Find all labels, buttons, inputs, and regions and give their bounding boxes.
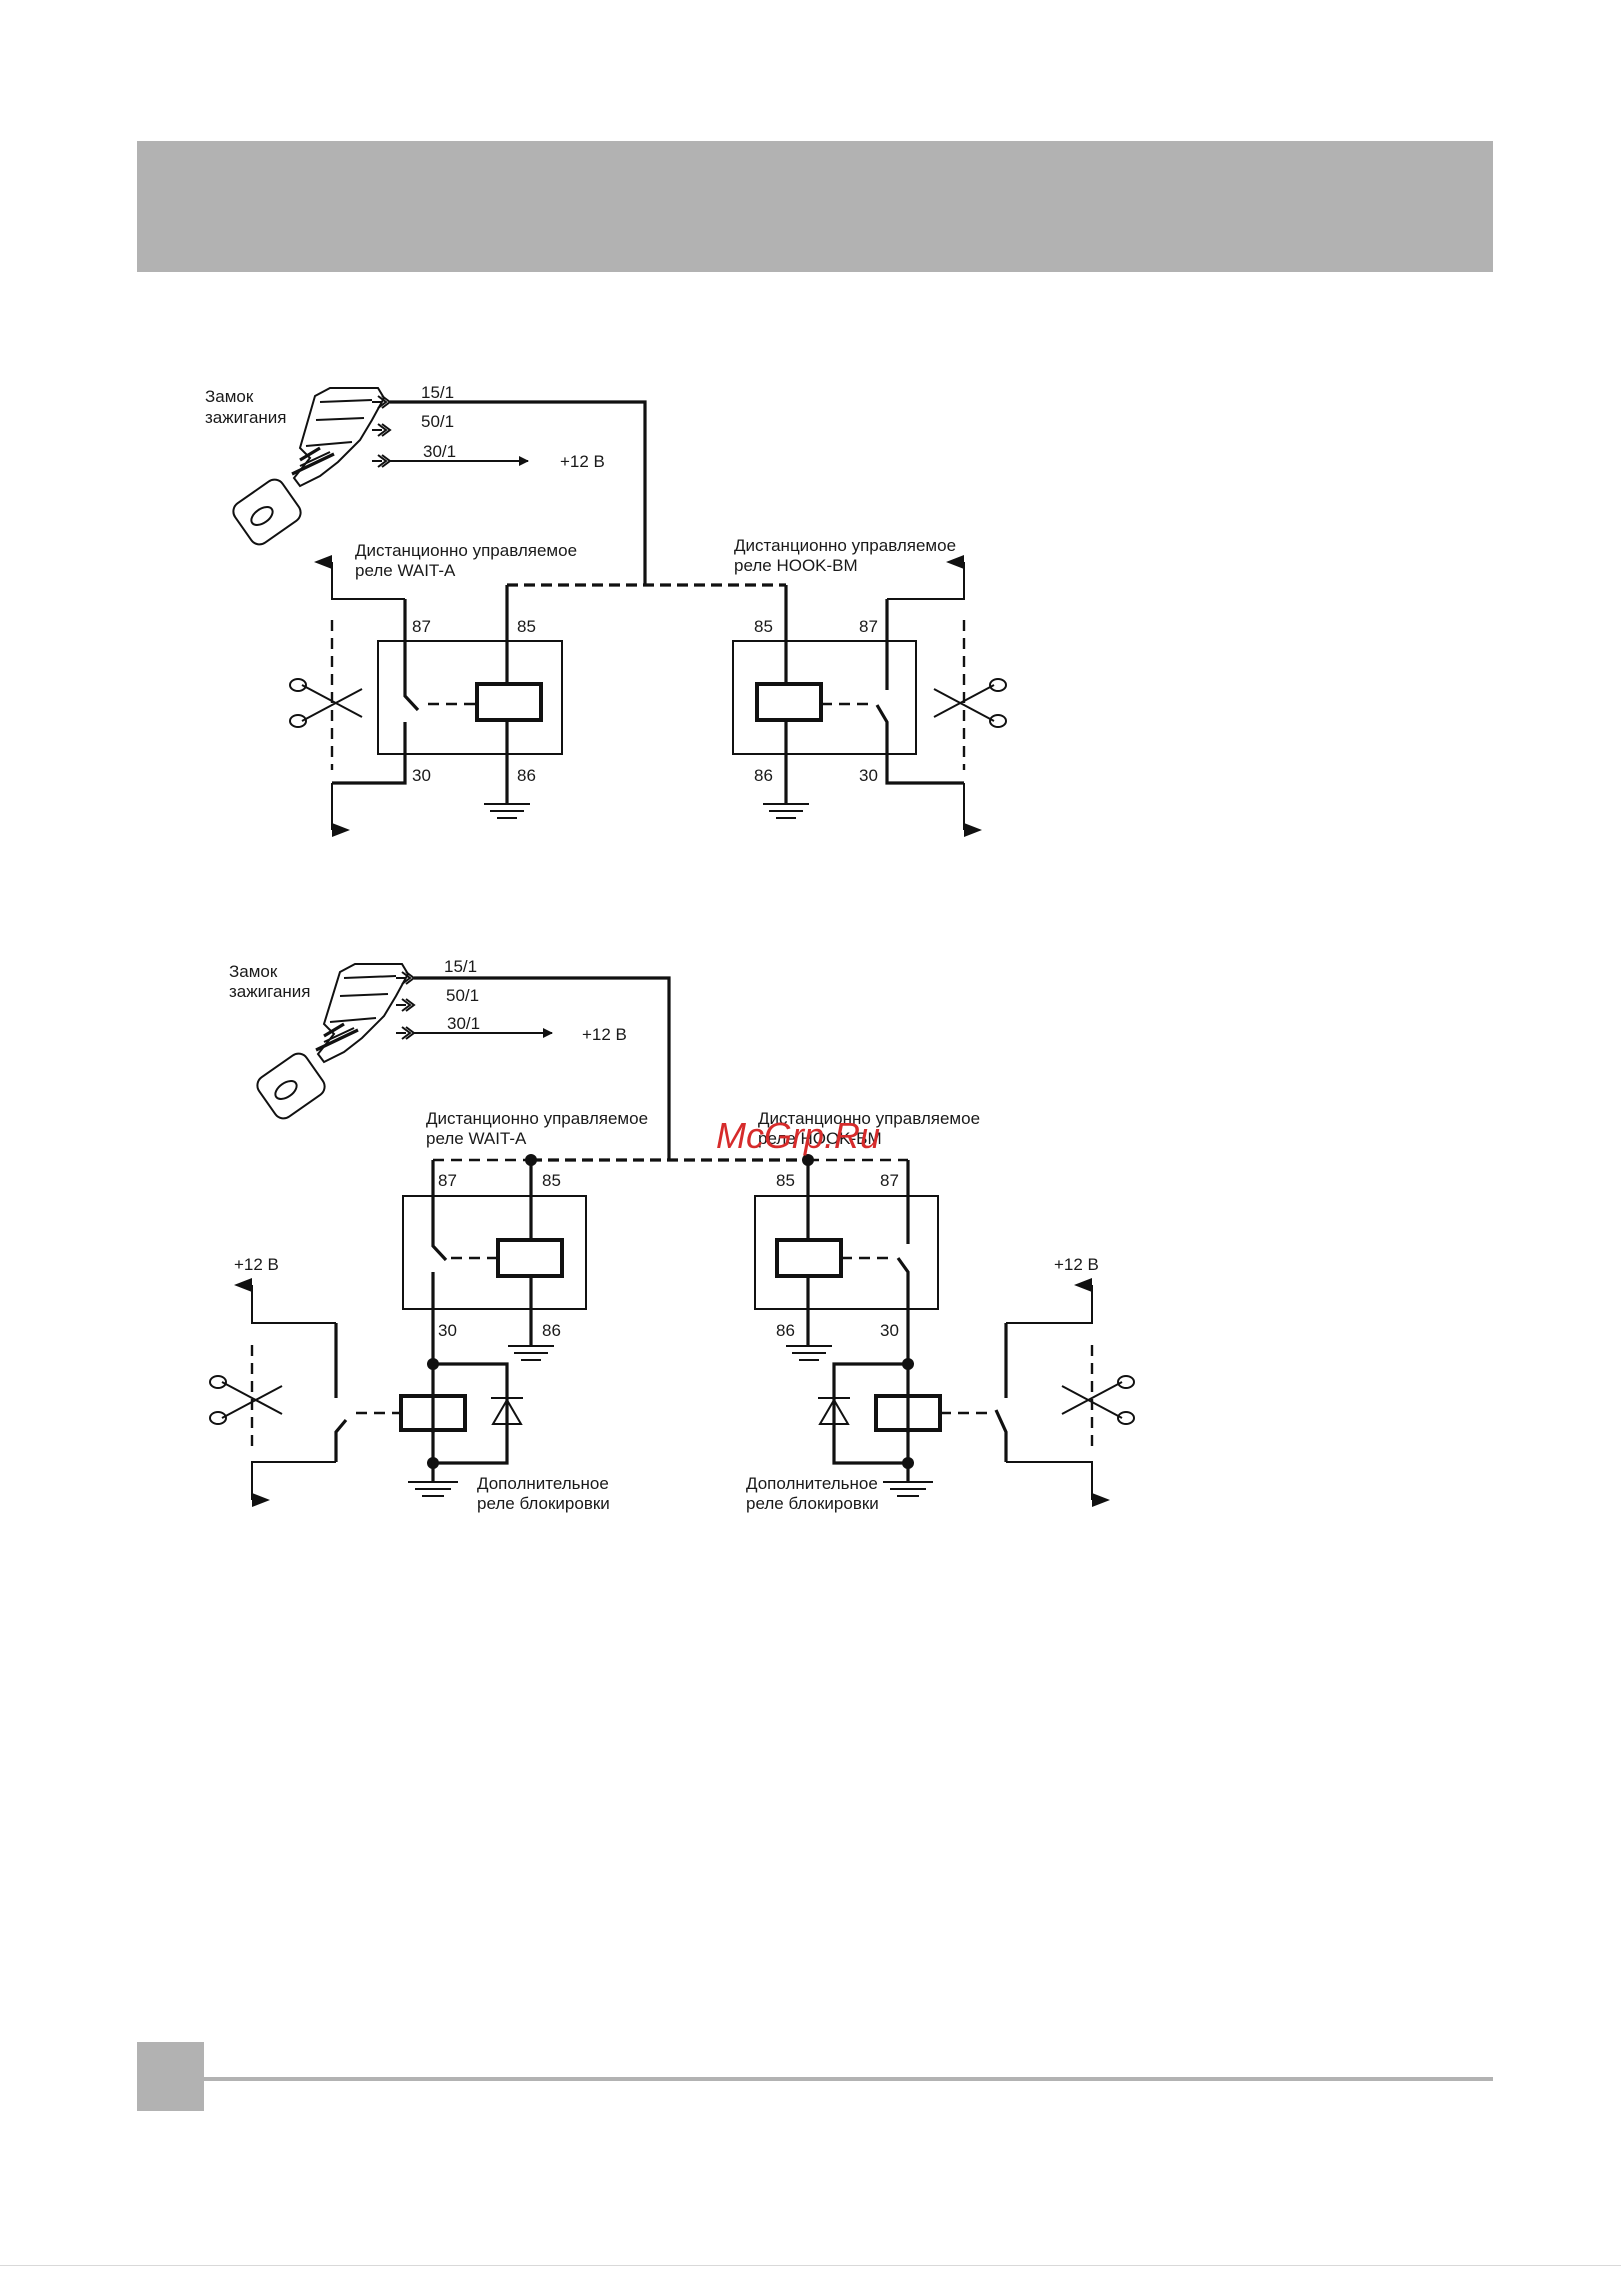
relay-hook-bm-box	[754, 1195, 939, 1310]
aux-relay-right-line2: реле блокировки	[746, 1494, 879, 1513]
relay-left-pin-30: 30	[438, 1321, 457, 1340]
relay-left-pin-86: 86	[542, 1321, 561, 1340]
ground-icon	[763, 803, 809, 819]
ignition-lock-icon	[256, 963, 410, 1120]
relay-left-caption-2: реле WAIT-A	[426, 1129, 527, 1148]
relay-left-caption-2: реле WAIT-A	[355, 561, 456, 580]
diode-icon	[491, 1397, 523, 1425]
wire-15-1	[414, 976, 671, 1160]
diagram-1: Замок зажигания 15/1 50/1 30/1 +12 В Дис…	[205, 383, 1007, 837]
relay-left-pin-85: 85	[542, 1171, 561, 1190]
relay-right-caption-1: Дистанционно управляемое	[758, 1109, 980, 1128]
relay-left-pin-86: 86	[517, 766, 536, 785]
lock-label-line1: Замок	[205, 387, 254, 406]
ground-icon	[408, 1481, 458, 1497]
terminal-30-1: 30/1	[423, 442, 456, 461]
terminal-50-1: 50/1	[421, 412, 454, 431]
terminal-30-1: 30/1	[447, 1014, 480, 1033]
relay-left-pin-30: 30	[412, 766, 431, 785]
lock-label-line1: Замок	[229, 962, 278, 981]
terminal-50-1: 50/1	[446, 986, 479, 1005]
relay-left-caption-1: Дистанционно управляемое	[426, 1109, 648, 1128]
relay-left-pin-85: 85	[517, 617, 536, 636]
scissors-icon	[933, 678, 1007, 728]
footer-rule	[204, 2077, 1493, 2081]
relay-right-pin-86: 86	[776, 1321, 795, 1340]
relay-left-pin-87: 87	[412, 617, 431, 636]
relay-right-caption-1: Дистанционно управляемое	[734, 536, 956, 555]
ground-icon	[484, 803, 530, 819]
diagram-2: Замок зажигания 15/1 50/1 30/1 +12 В Дис…	[209, 957, 1135, 1513]
relay-wait-a-box	[402, 1195, 587, 1310]
watermark: McGrp.Ru	[716, 1115, 880, 1156]
relay-hook-bm-box	[732, 640, 917, 755]
terminal-15-1: 15/1	[421, 383, 454, 402]
aux-relay-left-line2: реле блокировки	[477, 1494, 610, 1513]
lock-terminals	[396, 971, 416, 1040]
relay-left-caption-1: Дистанционно управляемое	[355, 541, 577, 560]
header-band	[137, 141, 1493, 272]
relay-right-pin-87: 87	[880, 1171, 899, 1190]
relay-right-caption-2: реле HOOK-BM	[734, 556, 858, 575]
lock-label-line2: зажигания	[205, 408, 287, 427]
relay-right-caption-2: реле HOOK-BM	[758, 1129, 882, 1148]
terminal-15-1: 15/1	[444, 957, 477, 976]
scissors-icon	[209, 1375, 283, 1425]
ignition-lock-icon	[232, 387, 386, 546]
wire-15-1	[390, 400, 647, 585]
relay-right-pin-30: 30	[859, 766, 878, 785]
aux-relay-left-line1: Дополнительное	[477, 1474, 609, 1493]
scissors-icon	[289, 678, 363, 728]
lock-terminals	[372, 395, 392, 468]
scissors-icon	[1061, 1375, 1135, 1425]
side-supply-left: +12 В	[234, 1255, 279, 1274]
relay-hook-bm-coil	[755, 682, 823, 722]
supply-label: +12 В	[582, 1025, 627, 1044]
ground-icon	[786, 1345, 832, 1361]
footer-page-tab	[137, 2042, 204, 2111]
side-supply-right: +12 В	[1054, 1255, 1099, 1274]
relay-right-pin-87: 87	[859, 617, 878, 636]
relay-wait-a-coil	[475, 682, 543, 722]
bottom-edge	[0, 2265, 1621, 2266]
relay-right-pin-85: 85	[754, 617, 773, 636]
ground-icon	[508, 1345, 554, 1361]
relay-wait-a-coil	[496, 1238, 564, 1278]
ground-icon	[883, 1481, 933, 1497]
lock-label-line2: зажигания	[229, 982, 311, 1001]
diode-icon	[818, 1397, 850, 1425]
relay-wait-a-box	[377, 640, 563, 755]
relay-right-pin-85: 85	[776, 1171, 795, 1190]
relay-hook-bm-coil	[775, 1238, 843, 1278]
relay-left-pin-87: 87	[438, 1171, 457, 1190]
relay-right-pin-86: 86	[754, 766, 773, 785]
supply-label: +12 В	[560, 452, 605, 471]
relay-right-pin-30: 30	[880, 1321, 899, 1340]
aux-relay-right-line1: Дополнительное	[746, 1474, 878, 1493]
